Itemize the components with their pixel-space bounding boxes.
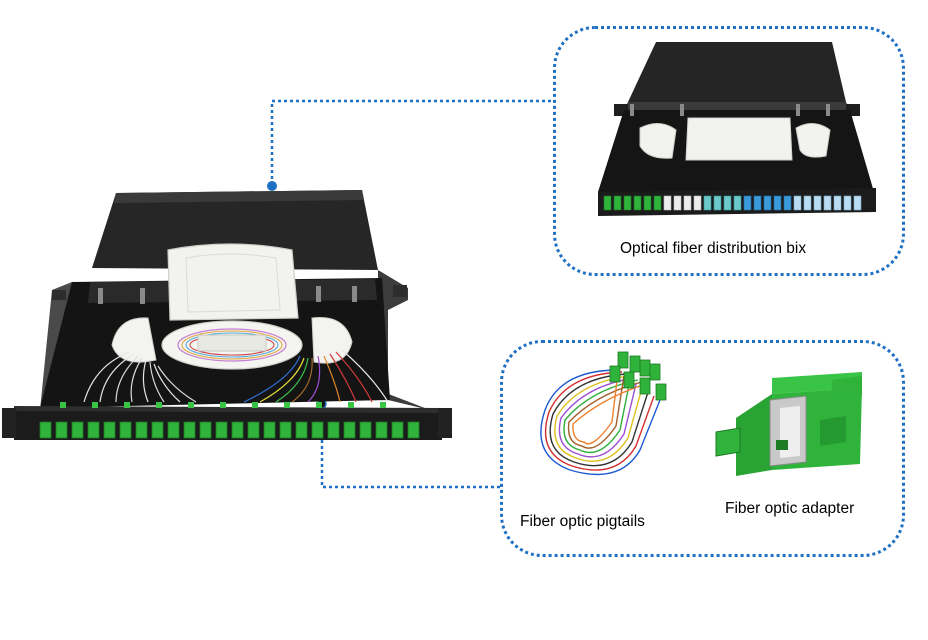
fiber-pigtails-image bbox=[540, 369, 661, 476]
fiber-adapter-image bbox=[715, 372, 862, 476]
splice-tray-lid bbox=[167, 243, 299, 321]
main-distribution-panel bbox=[2, 190, 452, 440]
right-cable-guide bbox=[311, 317, 353, 364]
right-rail bbox=[378, 270, 430, 410]
panel-lid bbox=[92, 190, 378, 270]
distribution-box-thumbnail bbox=[598, 42, 876, 216]
accessories-callout bbox=[500, 340, 905, 557]
distribution-box-callout bbox=[553, 26, 905, 276]
callout-dot-top bbox=[267, 181, 277, 191]
fiber-fanout bbox=[83, 349, 389, 403]
front-adapters bbox=[39, 421, 420, 439]
adapter-caption: Fiber optic adapter bbox=[725, 500, 855, 517]
left-mount-ear bbox=[2, 408, 16, 438]
right-mount-ear bbox=[438, 408, 452, 438]
pigtail-connectors bbox=[609, 351, 667, 401]
distribution-box-caption: Optical fiber distribution bix bbox=[620, 240, 807, 257]
pigtails-caption: Fiber optic pigtails bbox=[520, 513, 645, 530]
callout-lines bbox=[270, 99, 553, 489]
callout-line-top bbox=[270, 99, 553, 185]
